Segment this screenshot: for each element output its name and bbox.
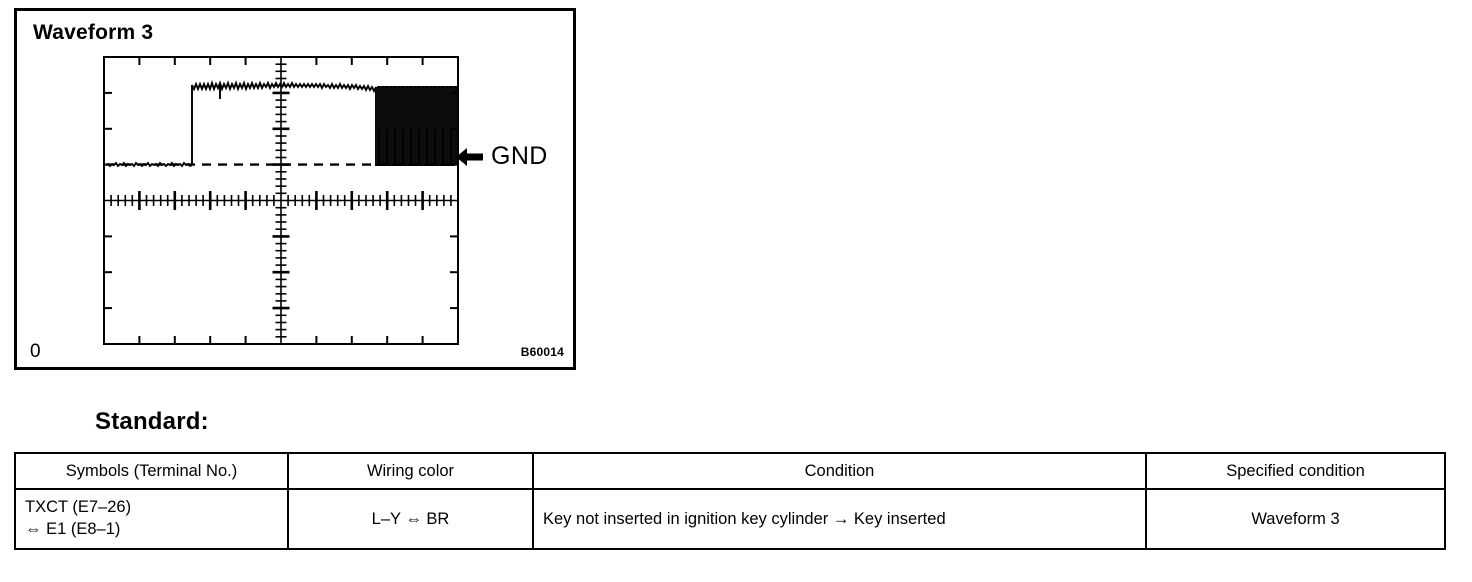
table-row: TXCT (E7–26) ⇔ E1 (E8–1) L–Y ⇔ BR Key no… — [14, 488, 1446, 550]
oscilloscope-chart — [103, 56, 459, 345]
waveform-title: Waveform 3 — [33, 21, 154, 44]
table-header-row: Symbols (Terminal No.) Wiring color Cond… — [14, 452, 1446, 490]
cell-symbols-line2: ⇔ E1 (E8–1) — [25, 520, 121, 538]
cell-symbols-line1: TXCT (E7–26) — [25, 498, 132, 517]
cell-condition: Key not inserted in ignition key cylinde… — [532, 488, 1147, 550]
gnd-label: GND — [491, 142, 548, 170]
cell-wiring-color: L–Y ⇔ BR — [287, 488, 534, 550]
table-header-symbols: Symbols (Terminal No.) — [14, 452, 289, 490]
gnd-annotation: GND — [454, 144, 548, 169]
table-header-specified-condition: Specified condition — [1145, 452, 1446, 490]
table-header-wiring-color: Wiring color — [287, 452, 534, 490]
cell-specified-condition: Waveform 3 — [1145, 488, 1446, 550]
frame-code-label: B60014 — [520, 345, 564, 359]
table-header-condition: Condition — [532, 452, 1147, 490]
grid-ticks-top — [138, 57, 424, 65]
cell-symbols: TXCT (E7–26) ⇔ E1 (E8–1) — [14, 488, 289, 550]
standard-table: Symbols (Terminal No.) Wiring color Cond… — [14, 452, 1446, 550]
standard-heading: Standard: — [95, 408, 209, 435]
signal-trace — [105, 79, 457, 168]
waveform-panel: Waveform 3 — [14, 8, 576, 370]
grid-ticks-bottom — [138, 336, 424, 344]
zero-label: 0 — [30, 341, 41, 362]
arrow-left-icon — [456, 147, 483, 166]
